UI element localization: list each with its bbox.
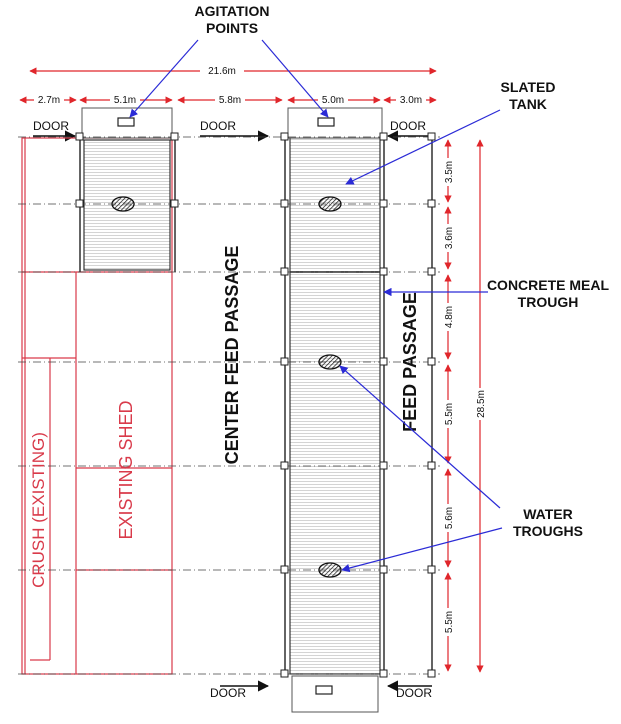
svg-text:DOOR: DOOR	[200, 119, 236, 133]
svg-text:DOOR: DOOR	[390, 119, 426, 133]
bay-label-5: 5.6m	[444, 507, 455, 529]
column-posts	[75, 132, 436, 678]
concrete-meal-trough-label-line2: TROUGH	[518, 294, 579, 310]
bay-label-1: 3.5m	[444, 161, 455, 183]
right-agitation-point-top	[287, 107, 383, 139]
agitation-points-label-line1: AGITATION	[195, 3, 270, 19]
concrete-meal-trough-label-line1: CONCRETE MEAL	[487, 277, 610, 293]
bay-label-4: 5.5m	[444, 403, 455, 425]
svg-text:DOOR: DOOR	[33, 119, 69, 133]
overall-length-label: 28.5m	[476, 390, 487, 418]
width-label-1: 2.7m	[38, 95, 60, 106]
right-agitation-hatch-bottom	[315, 685, 333, 695]
svg-text:DOOR: DOOR	[396, 686, 432, 700]
door-bottom-right: DOOR	[386, 680, 432, 700]
leader-lines	[129, 39, 503, 573]
water-troughs-label-line1: WATER	[523, 506, 573, 522]
svg-text:DOOR: DOOR	[210, 686, 246, 700]
overall-width-label: 21.6m	[208, 66, 236, 77]
bay-label-6: 5.5m	[444, 611, 455, 633]
width-label-4: 5.0m	[322, 95, 344, 106]
right-agitation-hatch-top	[317, 117, 335, 127]
door-top-right: DOOR	[386, 119, 430, 142]
gridlines	[18, 136, 440, 675]
width-label-2: 5.1m	[114, 95, 136, 106]
door-top-center: DOOR	[200, 119, 270, 142]
width-label-5: 3.0m	[400, 95, 422, 106]
right-slatted-tank	[284, 136, 385, 676]
overall-width-dimension: 21.6m	[29, 62, 437, 77]
slated-tank-label-line1: SLATED	[501, 79, 556, 95]
bay-length-labels: 3.5m 3.6m 4.8m 5.5m 5.6m 5.5m 28.5m	[441, 158, 487, 636]
water-trough-icons	[111, 196, 342, 578]
crush-existing-label: CRUSH (EXISTING)	[29, 432, 48, 588]
existing-shed-label: EXISTING SHED	[116, 400, 136, 539]
center-feed-passage-label: CENTER FEED PASSAGE	[222, 246, 242, 465]
agitation-points-label-line2: POINTS	[206, 20, 258, 36]
bay-width-dimensions: 2.7m 5.1m 5.8m 5.0m 3.0m	[19, 93, 437, 106]
right-agitation-point-bottom	[291, 675, 379, 713]
door-bottom-center: DOOR	[210, 680, 270, 700]
water-troughs-label-line2: TROUGHS	[513, 523, 583, 539]
slated-tank-label-line2: TANK	[509, 96, 547, 112]
left-agitation-hatch	[117, 117, 135, 127]
door-top-left: DOOR	[33, 119, 77, 142]
bay-label-3: 4.8m	[444, 306, 455, 328]
width-label-3: 5.8m	[219, 95, 241, 106]
bay-label-2: 3.6m	[444, 227, 455, 249]
feed-passage-label: FEED PASSAGE	[400, 292, 420, 432]
